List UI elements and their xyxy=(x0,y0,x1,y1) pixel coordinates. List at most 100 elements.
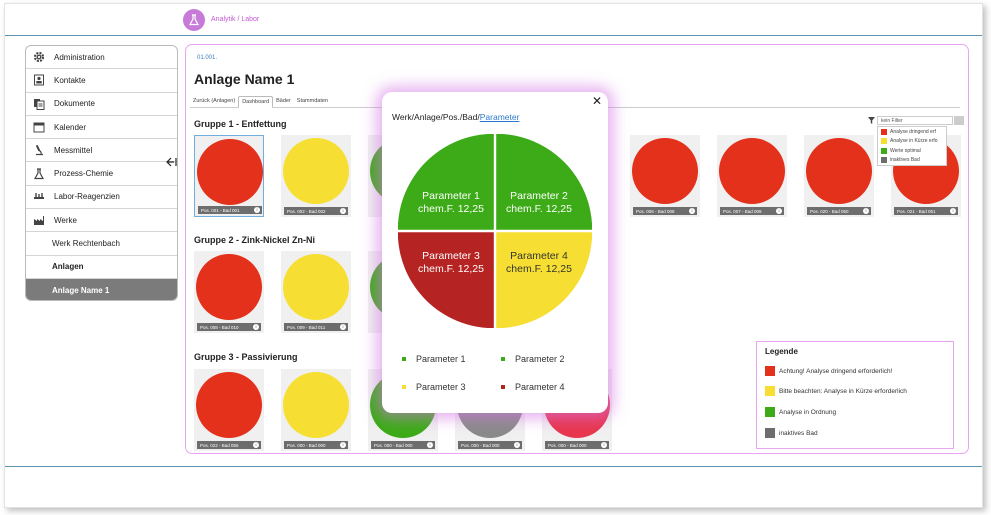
filter-icon[interactable] xyxy=(868,111,875,129)
info-icon[interactable]: i xyxy=(950,208,956,214)
tile-label: Pos. 022 - Bad 055 xyxy=(200,442,239,448)
pie-slice[interactable] xyxy=(496,232,592,328)
info-icon[interactable]: i xyxy=(776,208,782,214)
tab-stammdaten[interactable]: Stammdaten xyxy=(296,98,328,104)
color-swatch xyxy=(881,157,887,164)
tab-zurueck[interactable]: Zurück (Anlagen) xyxy=(193,98,236,104)
legend-dot xyxy=(501,357,505,361)
sidebar-item-anlage-name-1[interactable]: Anlage Name 1 xyxy=(26,278,177,300)
status-circle xyxy=(196,254,262,320)
color-swatch xyxy=(881,147,887,154)
sidebar-item-werk-rechtenbach[interactable]: Werk Rechtenbach xyxy=(26,232,177,256)
info-icon[interactable]: i xyxy=(253,442,259,448)
pie-slice-label: Parameter 3 xyxy=(422,250,480,262)
legend-item: Bitte beachten: Analyse in Kürze erforde… xyxy=(765,386,907,396)
info-icon[interactable]: i xyxy=(601,442,607,448)
info-icon[interactable]: i xyxy=(254,207,260,213)
tile-label: Pos. 001 - Bad 001 xyxy=(201,207,240,213)
sidebar-item-label: Kalender xyxy=(54,122,87,132)
sidebar-item-kalender[interactable]: Kalender xyxy=(26,116,177,140)
status-circle xyxy=(196,372,262,438)
pie-slice-label: chem.F. 12,25 xyxy=(418,203,484,215)
collapse-sidebar-icon[interactable] xyxy=(166,156,177,170)
calendar-icon xyxy=(32,121,46,133)
filter-option-label: Werte optimal xyxy=(890,147,921,154)
bath-tile[interactable]: Pos. 001 - Bad 001 i xyxy=(194,135,264,217)
filter-option[interactable]: Analyse dringend erf xyxy=(878,127,946,137)
filter-option-label: inaktives Bad xyxy=(890,157,920,164)
pie-slice-label: chem.F. 12,25 xyxy=(506,203,572,215)
info-icon[interactable]: i xyxy=(863,208,869,214)
popup-title-link[interactable]: Parameter xyxy=(479,112,520,122)
color-swatch xyxy=(881,128,887,135)
pie-legend-item: Parameter 3 xyxy=(402,382,466,392)
pie-legend-item: Parameter 4 xyxy=(501,382,565,392)
pie-slice[interactable] xyxy=(496,134,592,230)
close-icon[interactable]: ✕ xyxy=(591,94,602,108)
sidebar-item-anlagen[interactable]: Anlagen xyxy=(26,256,177,279)
microscope-icon xyxy=(32,144,46,156)
sidebar-item-dokumente[interactable]: Dokumente xyxy=(26,93,177,116)
filter-select[interactable]: kein Filter xyxy=(877,115,954,125)
filter-option[interactable]: inaktives Bad xyxy=(878,156,946,166)
flask-icon[interactable] xyxy=(183,9,205,31)
pie-legend-label: Parameter 2 xyxy=(515,354,565,364)
info-icon[interactable]: i xyxy=(689,208,695,214)
info-icon[interactable]: i xyxy=(427,442,433,448)
info-icon[interactable]: i xyxy=(340,208,346,214)
legend-box: Legende Achtung! Analyse dringend erford… xyxy=(756,341,954,449)
filter-option[interactable]: Werte optimal xyxy=(878,146,946,156)
tab-baeder[interactable]: Bäder xyxy=(276,98,291,104)
color-swatch xyxy=(765,386,775,396)
color-swatch xyxy=(765,407,775,417)
sidebar-item-werke[interactable]: Werke xyxy=(26,209,177,233)
legend-dot xyxy=(501,385,505,389)
sidebar-item-kontakte[interactable]: Kontakte xyxy=(26,69,177,93)
pie-slice[interactable] xyxy=(398,232,494,328)
sidebar-item-prozess-chemie[interactable]: Prozess-Chemie xyxy=(26,162,177,186)
sidebar-item-label: Messmittel xyxy=(54,145,93,155)
popup-title-path: Werk/Anlage/Pos./Bad/ xyxy=(392,112,480,122)
legend-item: inaktives Bad xyxy=(765,428,818,438)
tab-dashboard[interactable]: Dashboard xyxy=(238,96,274,108)
sidebar-item-label: Labor-Reagenzien xyxy=(54,192,120,202)
info-icon[interactable]: i xyxy=(340,442,346,448)
group-title: Gruppe 2 - Zink-Nickel Zn-Ni xyxy=(194,235,316,245)
tile-label: Pos. 009 - Bad 011 xyxy=(287,324,326,330)
footer-divider xyxy=(5,466,982,467)
pie-legend-label: Parameter 1 xyxy=(416,354,466,364)
sidebar-item-messmittel[interactable]: Messmittel xyxy=(26,139,177,163)
status-circle xyxy=(806,138,872,204)
parameter-popup: ✕ Werk/Anlage/Pos./Bad/Parameter Paramet… xyxy=(382,92,608,413)
info-icon[interactable]: i xyxy=(253,324,259,330)
pie-legend-item: Parameter 1 xyxy=(402,354,466,364)
sidebar-item-administration[interactable]: Administration xyxy=(26,46,177,70)
documents-icon xyxy=(32,98,46,110)
info-icon[interactable]: i xyxy=(514,442,520,448)
breadcrumb[interactable]: Analytik / Labor xyxy=(211,16,260,23)
info-icon[interactable]: i xyxy=(340,324,346,330)
pie-legend-label: Parameter 3 xyxy=(416,382,466,392)
filter-clear-button[interactable] xyxy=(954,115,964,125)
sidebar-item-labor-reagenzien[interactable]: Labor-Reagenzien xyxy=(26,186,177,210)
legend-label: Bitte beachten: Analyse in Kürze erforde… xyxy=(779,387,907,395)
bath-tile[interactable]: Pos. 009 - Bad 011 i xyxy=(281,251,351,333)
tile-label: Pos. 000 - Bad 000 xyxy=(461,442,500,448)
pie-slice-label: Parameter 1 xyxy=(422,190,480,202)
filter-option[interactable]: Analyse in Kürze erfo xyxy=(878,137,946,147)
legend-dot xyxy=(402,357,406,361)
legend-label: inaktives Bad xyxy=(779,429,818,437)
bath-tile[interactable]: Pos. 022 - Bad 055 i xyxy=(194,369,264,451)
status-circle xyxy=(283,372,349,438)
status-circle xyxy=(632,138,698,204)
group-title: Gruppe 3 - Passivierung xyxy=(194,352,298,362)
pie-slice[interactable] xyxy=(398,134,494,230)
status-circle xyxy=(283,138,349,204)
